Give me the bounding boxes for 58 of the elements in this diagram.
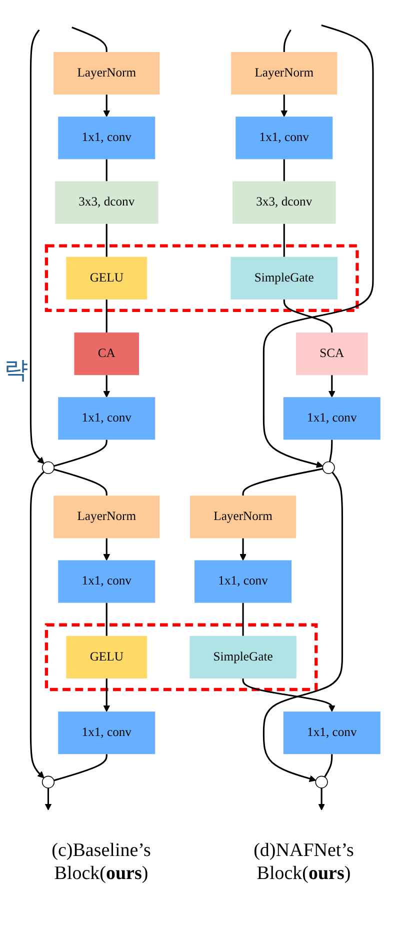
- arrow: [103, 94, 110, 117]
- node-circle: [42, 461, 55, 474]
- connector: [72, 26, 108, 52]
- connector: [328, 440, 333, 462]
- node-box: SCA: [296, 332, 368, 376]
- node-box: 1x1, conv: [194, 560, 292, 603]
- node-box: LayerNorm: [54, 496, 160, 538]
- arrow: [30, 471, 45, 778]
- arrow: [328, 375, 336, 398]
- node-box: 1x1, conv: [58, 712, 156, 754]
- node-box: 1x1, conv: [58, 560, 156, 603]
- arrow: [30, 29, 44, 464]
- connector: [324, 754, 333, 778]
- connector: [283, 299, 333, 333]
- arrow: [103, 538, 110, 561]
- connector: [106, 602, 108, 636]
- connector: [242, 602, 244, 636]
- connector: [283, 30, 292, 52]
- node-box: 1x1, conv: [58, 116, 156, 160]
- arrow: [44, 788, 52, 810]
- arrow: [262, 24, 374, 468]
- connector: [106, 299, 108, 333]
- connector: [106, 224, 108, 257]
- cluster: [44, 623, 318, 692]
- node-circle: [315, 776, 328, 788]
- node-box: 1x1, conv: [283, 397, 380, 440]
- connector: [283, 224, 285, 257]
- text-fragment: 략: [4, 355, 28, 386]
- block-caption: (c)Baseline’s Block(ours): [50, 840, 152, 886]
- connector: [283, 159, 285, 182]
- node-box: GELU: [66, 256, 148, 300]
- connector: [54, 440, 108, 467]
- arrow: [240, 538, 246, 561]
- block-caption: (d)NAFNet’s Block(ours): [252, 840, 355, 886]
- node-circle: [322, 461, 335, 474]
- node-box: SimpleGate: [230, 256, 338, 300]
- connector: [106, 159, 108, 182]
- node-box: GELU: [66, 636, 148, 678]
- connector: [54, 754, 108, 782]
- node-box: 1x1, conv: [58, 397, 156, 440]
- node-box: 3x3, dconv: [54, 181, 158, 224]
- node-box: 1x1, conv: [236, 116, 333, 160]
- node-circle: [42, 776, 55, 788]
- cluster: [44, 244, 359, 312]
- connector: [242, 468, 323, 496]
- arrow: [318, 788, 326, 810]
- node-box: 1x1, conv: [283, 712, 380, 754]
- node-box: 3x3, dconv: [232, 181, 336, 224]
- arrow: [280, 94, 288, 117]
- connector: [54, 468, 108, 496]
- node-box: LayerNorm: [231, 52, 338, 95]
- arrow: [103, 375, 110, 398]
- node-box: LayerNorm: [54, 52, 160, 95]
- arrow: [262, 472, 344, 782]
- node-box: LayerNorm: [190, 496, 296, 538]
- arrow: [103, 678, 110, 712]
- node-box: SimpleGate: [190, 636, 296, 678]
- node-box: CA: [74, 332, 140, 376]
